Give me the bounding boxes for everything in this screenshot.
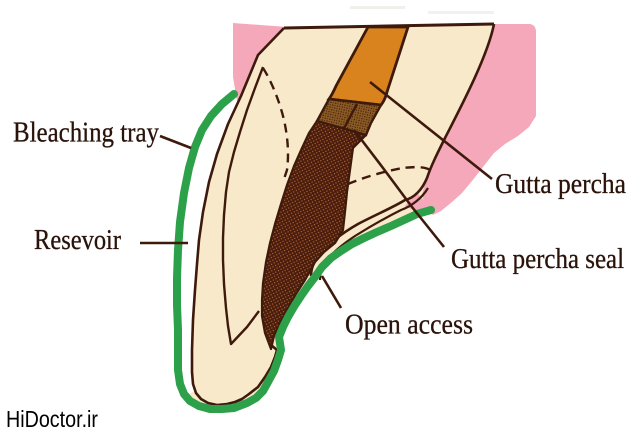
svg-text:Bleaching tray: Bleaching tray — [13, 118, 159, 149]
svg-text:Open access: Open access — [345, 310, 473, 341]
svg-text:Gutta percha seal: Gutta percha seal — [451, 244, 624, 275]
svg-text:Gutta percha: Gutta percha — [495, 169, 627, 200]
svg-text:HiDoctor.ir: HiDoctor.ir — [6, 406, 98, 431]
svg-text:Resevoir: Resevoir — [34, 225, 122, 256]
